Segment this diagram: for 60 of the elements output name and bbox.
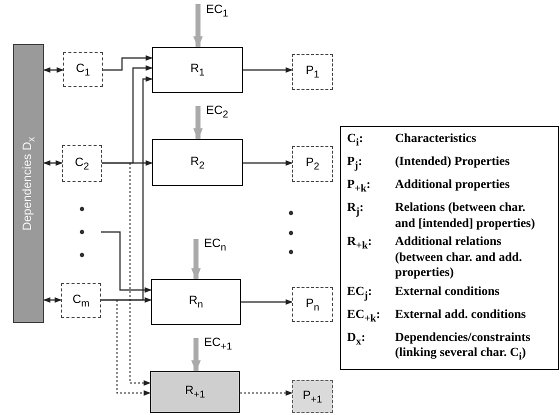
arrow [241,299,293,305]
legend-term: R$_{+k}$: [347,234,373,254]
legend-term: D$_{x}$: [347,330,366,349]
edge-label: EC$_{2}$ [205,103,230,120]
arrow [240,390,293,396]
arrow [103,55,153,71]
dependencies-bar [13,44,44,323]
arrow [102,160,153,166]
arrow [101,231,152,293]
dashed-box [61,283,101,318]
shaded-dashed-box [292,380,333,413]
legend-term: P$_{+k}$: [347,177,372,196]
arrow [100,300,151,396]
condition-arrow [193,106,203,140]
node-label: C$_{2}$ [74,154,90,172]
legend-term: P$_{j}$: [347,154,364,174]
node-label: R$_{2}$ [190,154,205,172]
legend-definition: Additional relations (between char. and add. properties) [395,234,523,280]
legend-term: EC$_{+k}$: [347,306,382,326]
relation-box [152,47,243,93]
condition-arrow [193,4,203,48]
node-label: C$_{m}$ [72,292,90,310]
node-label: P$_{+1}$ [302,388,322,406]
condition-arrow [191,338,201,372]
edge-label: EC$_{+1}$ [203,335,234,352]
double-arrow [43,297,62,303]
legend-term: EC$_{j}$: [347,284,374,303]
condition-arrow [191,239,201,280]
legend-definition: External conditions [395,284,501,300]
dashed-box [292,146,333,182]
dashed-box [63,52,103,87]
dashed-box [292,54,333,90]
node-label: C$_{1}$ [76,60,90,78]
legend-definition: (Intended) Properties [395,154,511,170]
node-label: P$_{1}$ [306,63,320,81]
legend-definition: External add. conditions [395,306,527,322]
arrow [101,297,152,303]
arrow [243,160,293,166]
double-arrow [43,67,64,73]
relation-box [152,139,243,186]
legend-definition: Relations (between char. and [intended] properties) [395,200,536,231]
edge-label: EC$_{n}$ [203,236,228,254]
node-label: R$_{+1}$ [184,383,206,401]
node-label: R$_{1}$ [190,61,205,79]
legend-definition: Dependencies/constraints (linking several char. C$_{i}$) [395,330,532,364]
double-arrow [43,160,63,166]
arrow [243,67,293,73]
legend-term: R$_{j}$: [347,200,365,220]
dashed-box [292,287,333,322]
legend-term: C$_{i}$: [347,131,364,150]
node-label: R$_{n}$ [188,293,204,311]
relation-box [151,279,241,325]
dashed-box [62,145,102,182]
legend-definition: Additional properties [395,177,511,193]
arrow [102,162,151,386]
shaded-relation-box [150,371,240,413]
node-label: P$_{n}$ [306,296,320,314]
node-label: P$_{2}$ [306,155,320,173]
legend-definition: Characteristics [395,131,478,147]
edge-label: EC$_{1}$ [205,2,230,20]
